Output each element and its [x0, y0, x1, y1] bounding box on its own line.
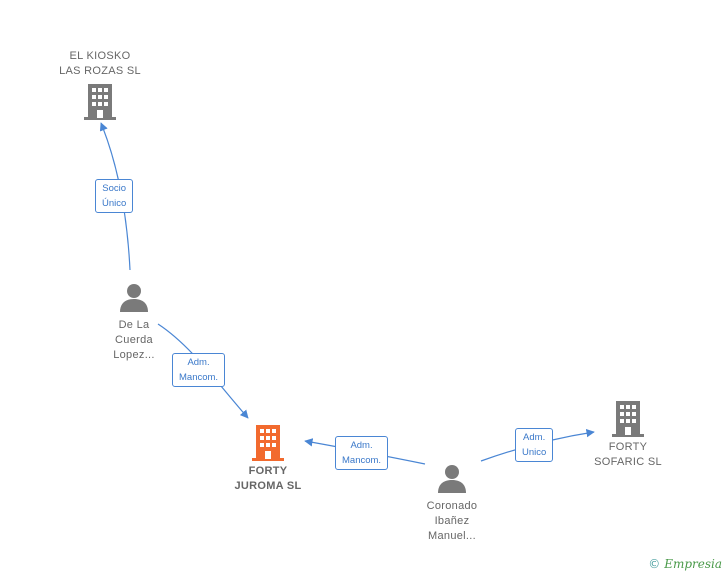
building-icon: [612, 401, 644, 437]
company-name: FORTY SOFARIC SL: [594, 441, 662, 468]
copyright-icon: ©: [648, 557, 661, 571]
company-name: FORTY JUROMA SL: [234, 465, 302, 492]
edge-label-adm-mancom-2[interactable]: Adm. Mancom.: [335, 436, 389, 470]
edge-label-socio-unico[interactable]: Socio Único: [95, 179, 134, 213]
person-name: De La Cuerda Lopez...: [113, 319, 155, 361]
company-node-forty-sofaric[interactable]: FORTY SOFARIC SL: [578, 401, 678, 470]
edge-label-adm-unico[interactable]: Adm. Unico: [515, 428, 554, 462]
company-name: EL KIOSKO LAS ROZAS SL: [59, 50, 141, 77]
edge-label-line: Adm.: [350, 440, 373, 451]
edge-label-line: Mancom.: [179, 372, 219, 383]
edge-label-line: Adm.: [523, 432, 546, 443]
brand-logo[interactable]: ©Empresia: [648, 557, 722, 571]
edge-label-line: Socio: [102, 183, 127, 194]
person-node-de-la-cuerda[interactable]: De La Cuerda Lopez...: [96, 282, 172, 363]
edge-label-line: Adm.: [187, 357, 210, 368]
person-node-coronado[interactable]: Coronado Ibañez Manuel...: [414, 463, 490, 544]
edge-label-adm-mancom-1[interactable]: Adm. Mancom.: [172, 353, 226, 387]
edge-label-line: Mancom.: [342, 455, 382, 466]
company-node-forty-juroma[interactable]: FORTY JUROMA SL: [216, 425, 320, 494]
person-icon: [120, 284, 148, 312]
person-name: Coronado Ibañez Manuel...: [426, 500, 478, 542]
edge-label-line: Unico: [522, 447, 547, 458]
company-node-el-kiosko[interactable]: EL KIOSKO LAS ROZAS SL: [48, 49, 152, 120]
person-icon: [438, 465, 466, 493]
building-icon: [252, 425, 284, 461]
building-icon: [84, 84, 116, 120]
brand-name: Empresia: [664, 557, 722, 571]
edge-label-line: Único: [102, 198, 127, 209]
